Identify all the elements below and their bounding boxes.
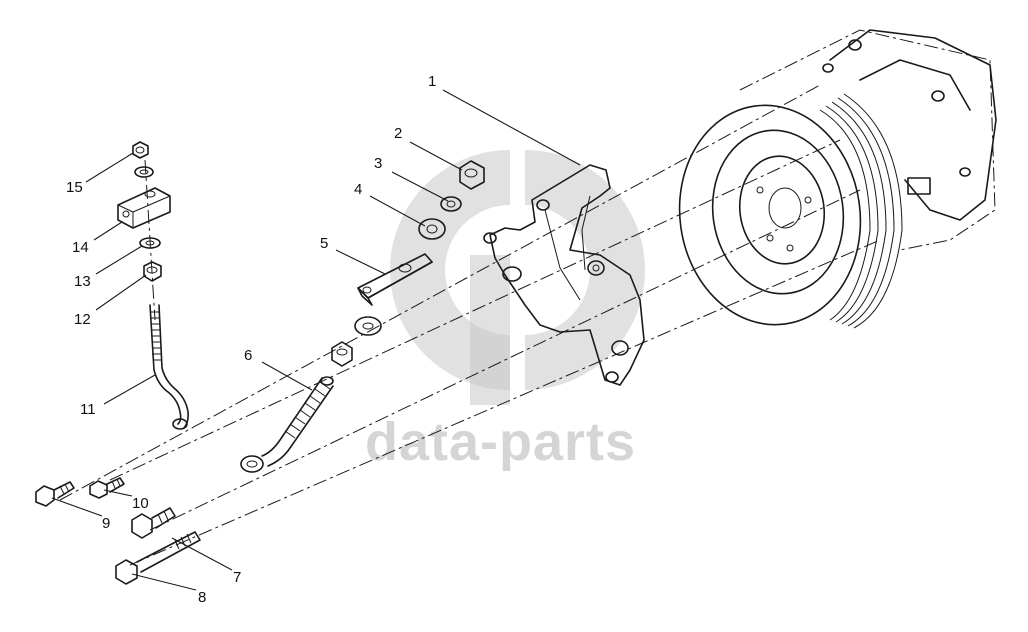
- tube-part-11: [149, 304, 189, 430]
- bolt-part-7: [131, 507, 176, 539]
- washer-part-13: [139, 237, 161, 249]
- callout-6: 6: [244, 347, 252, 364]
- washer-part-3: [440, 196, 462, 212]
- nut-part-15: [132, 141, 149, 159]
- callout-10: 10: [132, 495, 149, 512]
- callout-11: 11: [80, 401, 96, 418]
- callout-15: 15: [66, 179, 83, 196]
- tube-part-6: [240, 376, 334, 473]
- callout-13: 13: [74, 273, 91, 290]
- bracket-part-1: [483, 164, 645, 386]
- assembly-axis-lines: [59, 84, 881, 566]
- callout-1: 1: [428, 73, 436, 90]
- callout-7: 7: [233, 569, 241, 586]
- washer-part-4: [418, 218, 446, 240]
- bolt-part-9: [35, 481, 75, 507]
- callout-8: 8: [198, 589, 206, 606]
- bolt-part-8: [115, 531, 201, 585]
- callout-12: 12: [74, 311, 91, 328]
- pulley-assembly: [678, 29, 997, 329]
- callout-leaders: [51, 89, 581, 591]
- callout-labels: 1 2 3 4 5 6 7 8 9 10 11 12 13 14 15: [66, 73, 436, 606]
- strap-part-5: [357, 253, 433, 306]
- callout-9: 9: [102, 515, 110, 532]
- callout-3: 3: [374, 155, 382, 172]
- bolt-part-10: [89, 477, 125, 499]
- callout-4: 4: [354, 181, 362, 198]
- washer-upper: [134, 166, 154, 178]
- washer-lower-bracket: [354, 316, 382, 336]
- callout-14: 14: [72, 239, 89, 256]
- watermark-text: data-parts: [365, 412, 636, 472]
- block-part-14: [117, 187, 171, 229]
- callout-2: 2: [394, 125, 402, 142]
- nut-lower-bracket: [331, 341, 353, 367]
- nut-part-2: [459, 160, 485, 190]
- watermark-logo: [390, 150, 645, 405]
- callout-5: 5: [320, 235, 328, 252]
